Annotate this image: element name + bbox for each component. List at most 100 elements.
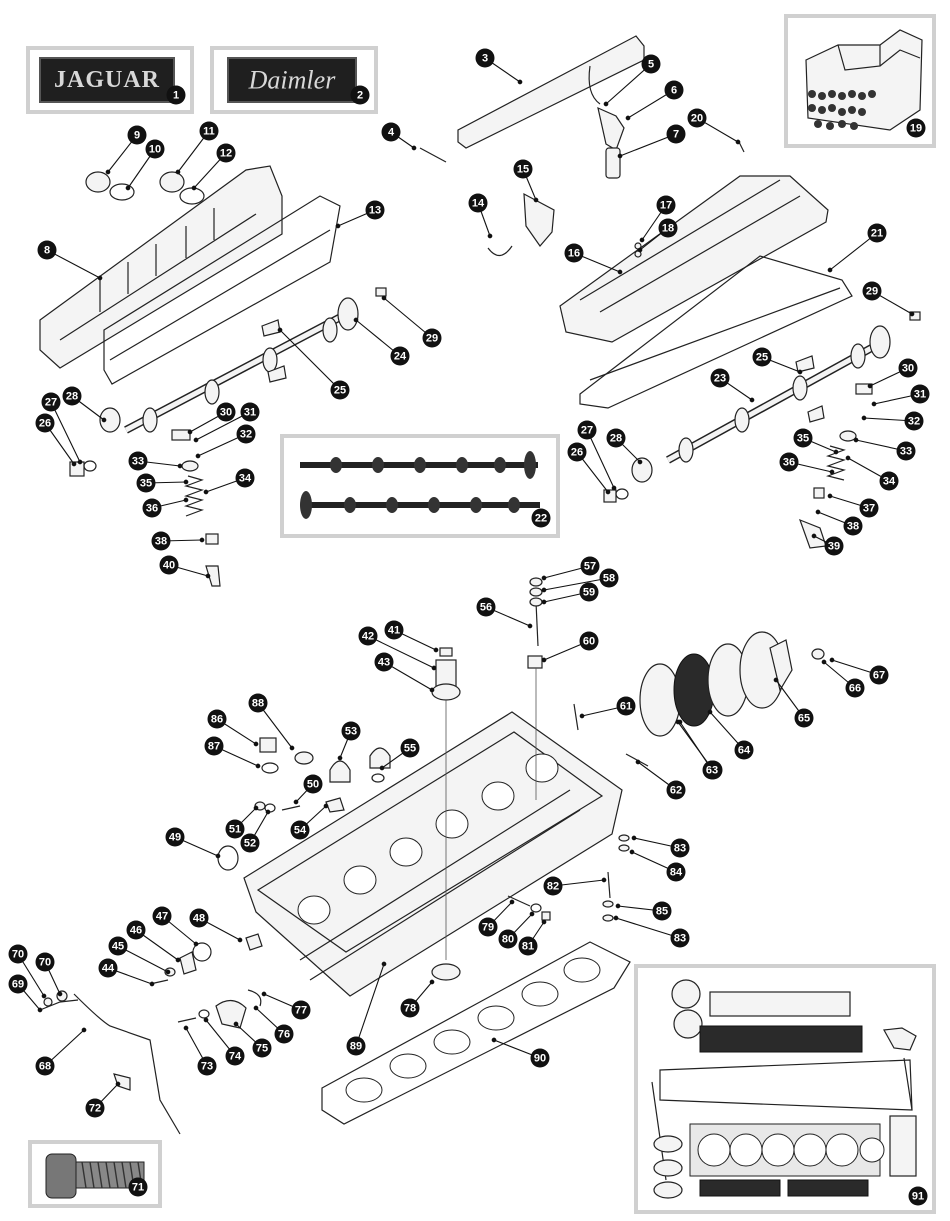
callout-badge-circle [145, 139, 165, 159]
callout-number: 46 [130, 925, 142, 937]
callout-badge-circle [151, 531, 171, 551]
callout-number: 25 [756, 352, 768, 364]
callout-82: 82 [543, 876, 563, 896]
callout-badge-circle [666, 780, 686, 800]
callout-7: 7 [666, 124, 686, 144]
leader-tip-70 [41, 993, 47, 999]
callout-badge-circle [225, 819, 245, 839]
callout-number: 41 [388, 625, 400, 637]
callout-64: 64 [734, 740, 754, 760]
leader-tip-6 [625, 115, 631, 121]
leader-tip-35 [183, 479, 189, 485]
callout-number: 11 [203, 126, 215, 138]
callout-number: 30 [902, 363, 914, 375]
callout-badge-circle [862, 281, 882, 301]
head-gasket [321, 834, 631, 1125]
callout-badge-circle [127, 125, 147, 145]
callout-badge-circle [908, 1186, 928, 1206]
leader-tip-39 [811, 533, 817, 539]
callout-badge-circle [794, 708, 814, 728]
callout-number: 58 [603, 573, 615, 585]
callout-badge-circle [710, 368, 730, 388]
callout-badge-circle [869, 665, 889, 685]
callout-number: 87 [208, 741, 220, 753]
camshaft-right [666, 325, 891, 464]
callout-38: 38 [843, 516, 863, 536]
callout-70: 70 [35, 952, 55, 972]
callout-badge-circle [896, 441, 916, 461]
callout-number: 67 [873, 670, 885, 682]
callout-21: 21 [867, 223, 887, 243]
callout-73: 73 [197, 1056, 217, 1076]
leader-tip-45 [165, 969, 171, 975]
callout-number: 73 [201, 1061, 213, 1073]
callout-26: 26 [567, 442, 587, 462]
leader-tip-29 [909, 311, 915, 317]
leader-tip-48 [237, 937, 243, 943]
callout-number: 53 [345, 726, 357, 738]
leader-tip-41 [433, 647, 439, 653]
callout-47: 47 [152, 906, 172, 926]
callout-number: 30 [220, 407, 232, 419]
callout-number: 9 [134, 130, 140, 142]
callout-number: 74 [229, 1051, 242, 1063]
callout-67: 67 [869, 665, 889, 685]
callout-55: 55 [400, 738, 420, 758]
callout-83: 83 [670, 838, 690, 858]
callout-number: 62 [670, 785, 682, 797]
callout-badge-circle [126, 920, 146, 940]
leader-tip-32 [861, 415, 867, 421]
callout-badge-circle [8, 944, 28, 964]
callout-badge-circle [702, 760, 722, 780]
callout-84: 84 [666, 862, 686, 882]
oil-filler-caps [85, 171, 205, 205]
callout-badge-circle [62, 386, 82, 406]
callout-badge-circle [128, 1177, 148, 1197]
leader-tip-64 [707, 709, 713, 715]
callout-number: 27 [45, 397, 57, 409]
callout-badge-circle [303, 774, 323, 794]
callout-number: 89 [350, 1041, 362, 1053]
callout-30: 30 [216, 402, 236, 422]
callout-badge-circle [859, 498, 879, 518]
callout-29: 29 [422, 328, 442, 348]
callout-badge-circle [358, 626, 378, 646]
leader-tip-29 [381, 295, 387, 301]
leader-tip-8 [97, 275, 103, 281]
callout-badge-circle [85, 1098, 105, 1118]
callout-number: 23 [714, 373, 726, 385]
callout-29: 29 [862, 281, 882, 301]
callout-badge-circle [476, 597, 496, 617]
callout-65: 65 [794, 708, 814, 728]
callout-number: 38 [155, 536, 167, 548]
leader-tip-9 [105, 169, 111, 175]
callout-badge-circle [867, 223, 887, 243]
callout-badge-circle [165, 827, 185, 847]
stud-parts [527, 577, 543, 800]
leader-tip-90 [491, 1037, 497, 1043]
callout-31: 31 [910, 384, 930, 404]
callout-badge-circle [879, 471, 899, 491]
callout-number: 80 [502, 934, 514, 946]
callout-number: 26 [39, 418, 51, 430]
callout-6: 6 [664, 80, 684, 100]
callout-number: 31 [244, 407, 256, 419]
leader-tip-58 [541, 587, 547, 593]
leader-tip-76 [253, 1005, 259, 1011]
callout-badge-circle [159, 555, 179, 575]
callout-28: 28 [62, 386, 82, 406]
callout-number: 29 [426, 333, 438, 345]
callout-54: 54 [290, 820, 310, 840]
misc-plugs-left [149, 737, 391, 985]
callout-badge-circle [658, 218, 678, 238]
callout-44: 44 [98, 958, 118, 978]
callout-number: 60 [583, 636, 595, 648]
callout-badge-circle [8, 974, 28, 994]
callout-number: 4 [388, 127, 395, 139]
leader-tip-51 [253, 805, 259, 811]
callout-25: 25 [330, 380, 350, 400]
leader-line-5 [605, 63, 652, 105]
leader-line-58 [543, 577, 610, 591]
leader-tip-30 [187, 429, 193, 435]
callout-88: 88 [248, 693, 268, 713]
